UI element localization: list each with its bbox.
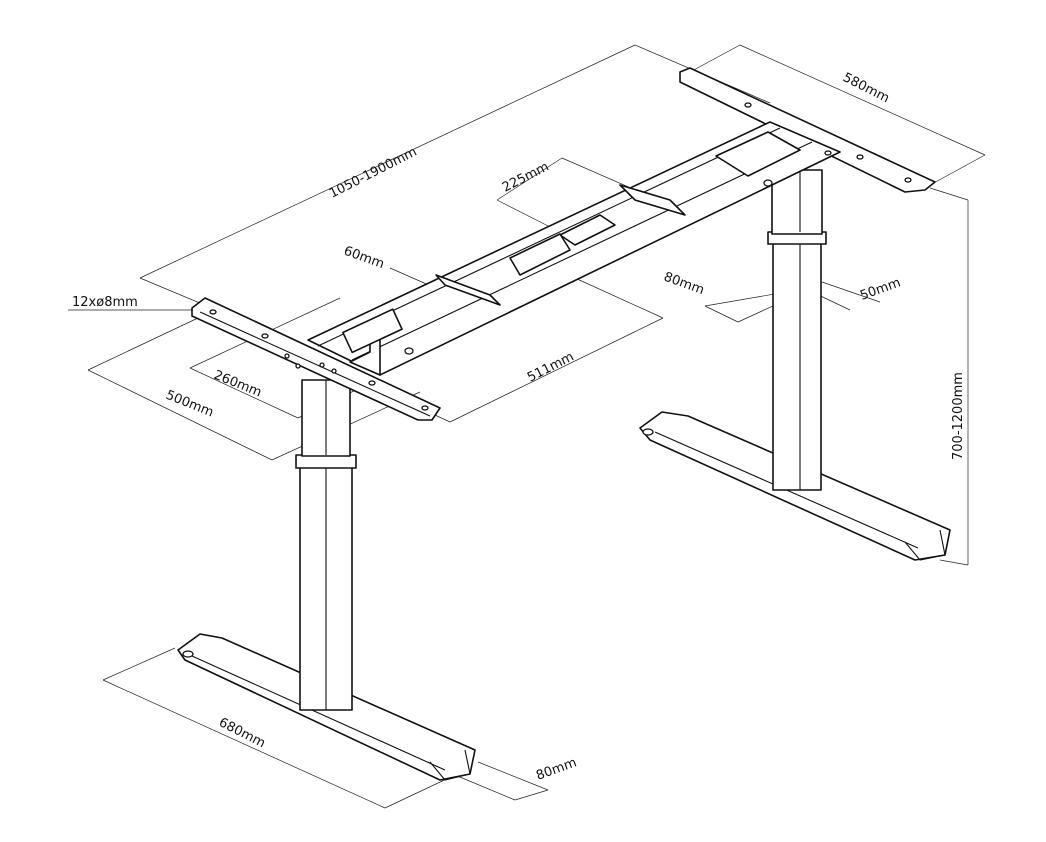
label-leg-depth: 80mm — [662, 270, 706, 298]
label-top-bracket: 580mm — [840, 70, 891, 106]
label-bracket-inner: 260mm — [212, 368, 264, 401]
label-beam-width: 60mm — [342, 244, 386, 272]
label-width-range: 1050-1900mm — [327, 145, 420, 202]
dimension-labels: 1050-1900mm 580mm 225mm 60mm 12xø8mm 80m… — [72, 70, 966, 784]
label-beam-length: 511mm — [525, 349, 576, 385]
label-center-span: 225mm — [500, 159, 551, 195]
label-height-range: 700-1200mm — [951, 372, 966, 460]
label-foot-length: 680mm — [216, 715, 267, 751]
cross-beams — [307, 121, 841, 376]
label-bracket-length: 500mm — [164, 388, 216, 421]
front-bracket — [191, 297, 441, 421]
front-leg — [177, 379, 476, 781]
label-foot-width: 80mm — [534, 755, 578, 783]
back-leg — [639, 169, 951, 561]
back-bracket — [679, 67, 936, 193]
label-leg-width: 50mm — [858, 275, 902, 303]
label-holes: 12xø8mm — [72, 295, 138, 310]
